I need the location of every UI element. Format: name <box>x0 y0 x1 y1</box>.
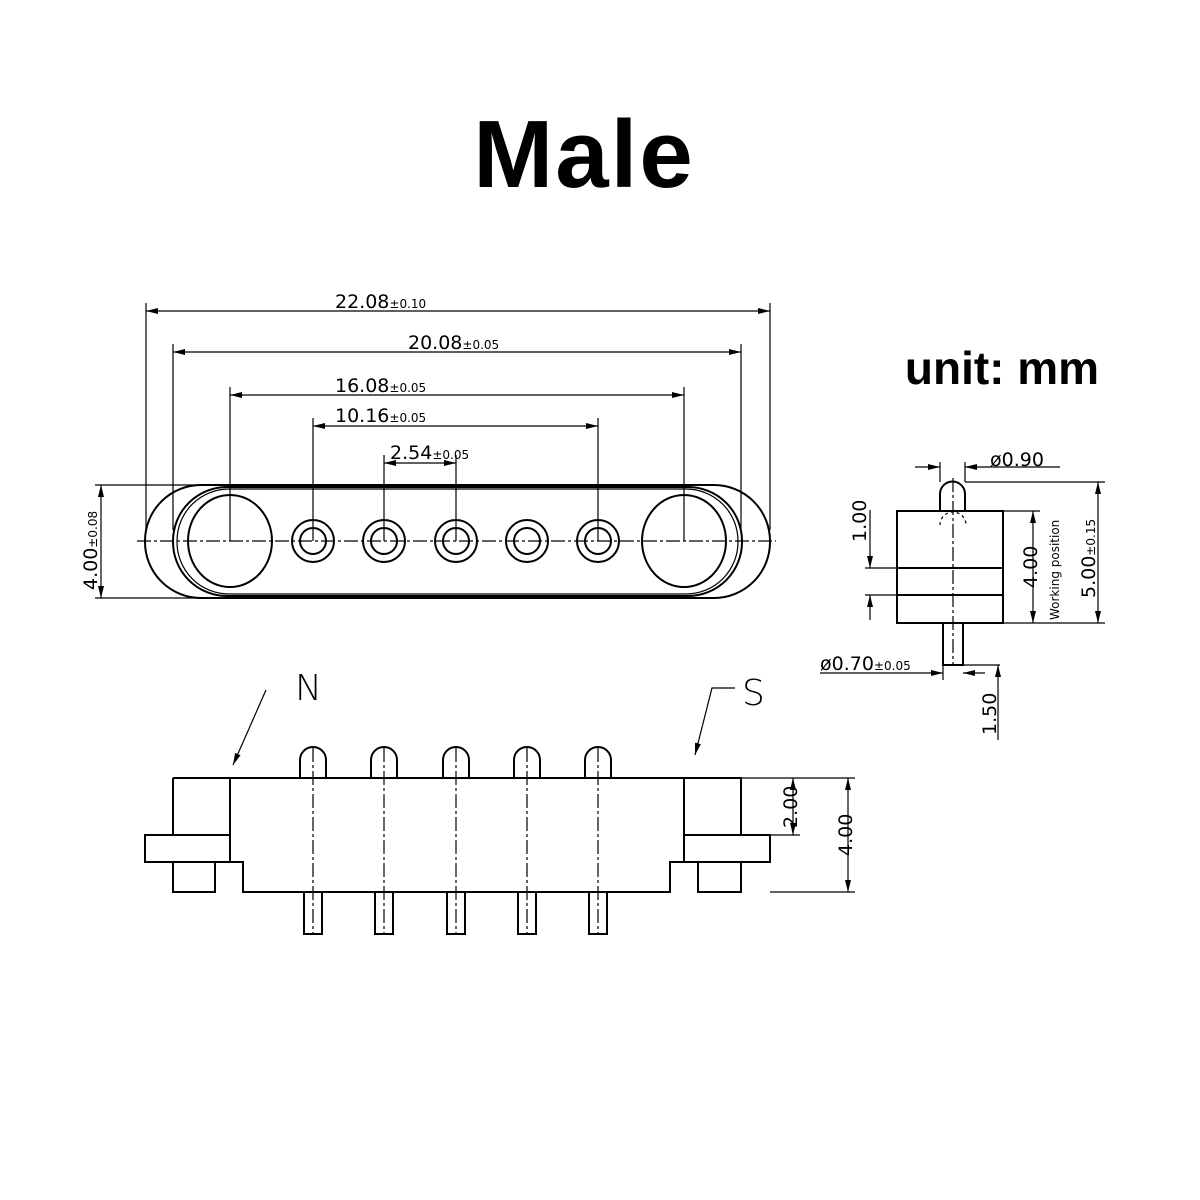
head-diameter: ø0.90 <box>990 449 1044 471</box>
dim-22-08: 22.08±0.10 <box>335 291 426 313</box>
south-label: S <box>742 673 765 714</box>
tail-diameter: ø0.70±0.05 <box>820 653 911 675</box>
north-label: N <box>295 668 322 709</box>
side-view: N S 2.00 4.00 <box>144 668 857 935</box>
working-position-label: Working position <box>1048 520 1062 620</box>
top-view: 22.08±0.10 20.08±0.05 16.08±0.05 10.16±0… <box>80 291 776 599</box>
south-leader <box>694 687 735 756</box>
dim-2-54: 2.54±0.05 <box>390 442 469 464</box>
dim-height-4-00: 4.00±0.08 <box>80 511 102 590</box>
dim-10-16: 10.16±0.05 <box>335 405 426 427</box>
dim-2-00: 2.00 <box>780 786 802 828</box>
page-title: Male <box>473 101 694 208</box>
housing-outline <box>144 777 771 893</box>
pin-detail-view: ø0.90 ø0.70±0.05 1.00 4.00 Working posit… <box>820 449 1105 740</box>
dim-20-08: 20.08±0.05 <box>408 332 499 354</box>
north-leader <box>232 689 267 766</box>
dim-16-08: 16.08±0.05 <box>335 375 426 397</box>
body-4-00: 4.00 <box>1020 546 1042 588</box>
stroke-1-00: 1.00 <box>849 500 871 542</box>
tail-length-1-50: 1.50 <box>979 693 1001 735</box>
dim-side-4-00: 4.00 <box>835 814 857 856</box>
total-5-00: 5.00±0.15 <box>1078 519 1100 598</box>
pins <box>299 746 612 935</box>
unit-label: unit: mm <box>905 342 1099 394</box>
